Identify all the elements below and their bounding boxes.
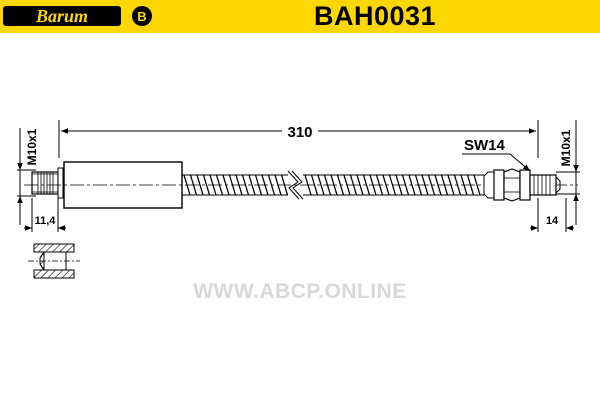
nut-cross-section	[28, 243, 80, 279]
coil-turn	[356, 174, 364, 196]
right-fitting	[483, 168, 561, 202]
brand-wordmark: Barum	[35, 6, 88, 26]
coil-turn	[408, 174, 416, 196]
coil-turn	[304, 174, 312, 196]
coil-turn	[362, 174, 371, 196]
coil-turn	[215, 174, 224, 196]
coil-turn	[414, 174, 423, 196]
coil-turn	[434, 174, 442, 196]
coil-turn	[388, 174, 397, 196]
coil-turn	[336, 174, 345, 196]
coil-turn	[274, 174, 282, 196]
wrench-size-label: SW14	[464, 137, 506, 154]
coil-turn	[421, 174, 429, 196]
coil-turn	[222, 174, 230, 196]
coil-turn	[228, 174, 237, 196]
coil-turn	[440, 174, 449, 196]
length-label: 310	[287, 124, 312, 141]
coil-turn	[196, 174, 204, 196]
right-fitting-length-label: 14	[546, 215, 559, 227]
coil-turn	[323, 174, 332, 196]
right-thread-dimension: M10x1	[556, 120, 580, 225]
left-thread-dimension: M10x1	[17, 128, 39, 225]
coil-turn	[261, 174, 269, 196]
left-fitting-length-dimension: 11,4	[24, 198, 66, 232]
left-fitting	[31, 167, 64, 199]
coil-turn	[427, 174, 436, 196]
coil-turn	[241, 174, 250, 196]
coil-turn	[330, 174, 338, 196]
hose-drawing: 310 M10x1 M10x1	[17, 120, 580, 279]
length-dimension: 310	[58, 120, 539, 158]
coil-turn	[466, 174, 475, 196]
coil-turn	[189, 174, 198, 196]
coil-turn	[375, 174, 384, 196]
left-fitting-length-label: 11,4	[35, 215, 57, 227]
coil-turn	[395, 174, 403, 196]
coil-turn	[382, 174, 390, 196]
coil-turn	[209, 174, 217, 196]
coil-turn	[343, 174, 351, 196]
left-thread-label: M10x1	[25, 128, 39, 165]
hose-coil-right	[303, 174, 484, 196]
coil-turn	[447, 174, 455, 196]
coil-turn	[280, 174, 289, 196]
coil-turn	[349, 174, 358, 196]
coil-turn	[267, 174, 276, 196]
coil-turn	[401, 174, 410, 196]
watermark: WWW.ABCP.ONLINE	[193, 280, 407, 303]
coil-turn	[317, 174, 325, 196]
coil-turn	[310, 174, 319, 196]
coil-turn	[460, 174, 468, 196]
part-number: BAH0031	[313, 1, 437, 31]
hose-break-symbol	[287, 170, 304, 200]
right-thread-label: M10x1	[559, 129, 573, 166]
coil-turn	[254, 174, 263, 196]
coil-turn	[473, 174, 481, 196]
coil-turn	[183, 174, 191, 196]
coil-turn	[235, 174, 243, 196]
wrench-size-callout: SW14	[462, 137, 531, 172]
coil-turn	[453, 174, 462, 196]
hose-coil-left	[182, 174, 289, 196]
right-fitting-length-dimension: 14	[530, 198, 574, 232]
coil-turn	[369, 174, 377, 196]
coil-turn	[248, 174, 256, 196]
barum-logo: Barum B	[3, 6, 152, 26]
header-bar: Barum B BAH0031	[0, 0, 600, 33]
coil-turn	[202, 174, 211, 196]
brand-emblem-icon: B	[137, 9, 146, 24]
